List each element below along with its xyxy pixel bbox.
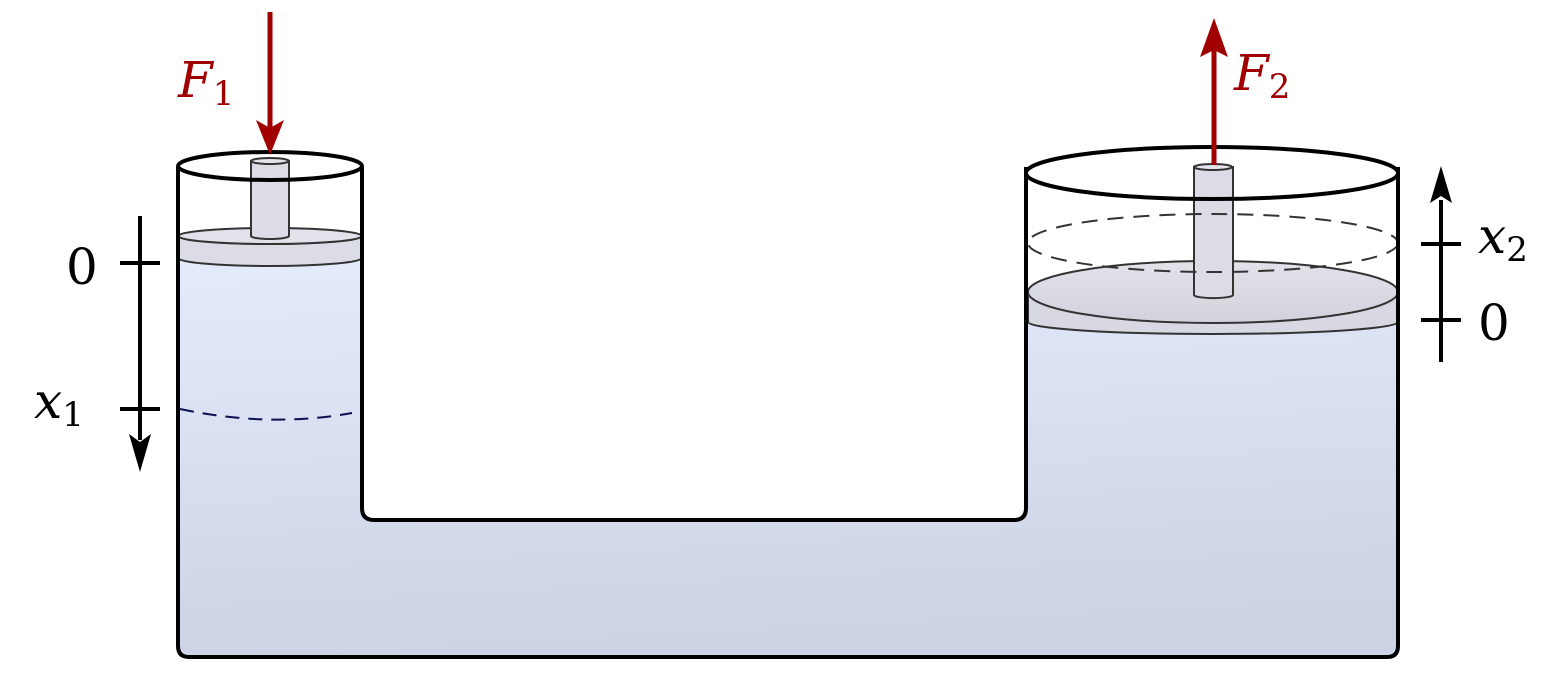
right-zero-label: 0 <box>1478 294 1510 352</box>
left-x1-label: x1 <box>34 372 84 435</box>
force-f2-arrow <box>1200 18 1228 165</box>
force-f1-label: F1 <box>177 51 234 114</box>
hydraulic-fluid <box>178 258 1398 657</box>
force-f1-arrow <box>256 12 284 155</box>
left-zero-label: 0 <box>66 238 98 296</box>
container-outline <box>176 167 1400 659</box>
left-piston-rod <box>250 157 290 240</box>
right-displacement-axis <box>1421 166 1461 362</box>
left-displacement-axis <box>120 216 160 472</box>
right-piston-rod <box>1193 163 1234 300</box>
right-x2-label: x2 <box>1478 207 1528 270</box>
force-f2-label: F2 <box>1233 44 1290 107</box>
